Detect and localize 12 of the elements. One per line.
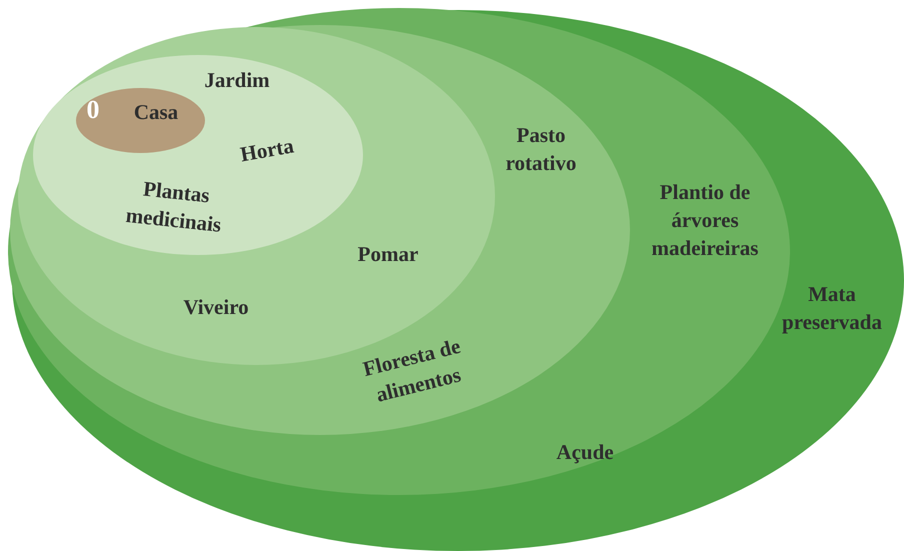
zone-label: Floresta de alimentos (360, 332, 464, 409)
zone-label: Mata preservada (781, 281, 883, 336)
zone-label: Plantas medicinais (124, 176, 224, 239)
zone-label: Viveiro (182, 294, 250, 321)
zone-label: 0 (86, 96, 100, 124)
zone-label: Jardim (203, 67, 271, 94)
zone-label: Casa (132, 99, 180, 126)
zone-label: Pomar (356, 241, 420, 268)
zone-label: Açude (555, 439, 615, 466)
zone-label: Plantio de árvores madeireiras (650, 179, 760, 262)
zone-label: Pasto rotativo (504, 122, 578, 177)
zone-label: Horta (238, 132, 296, 168)
